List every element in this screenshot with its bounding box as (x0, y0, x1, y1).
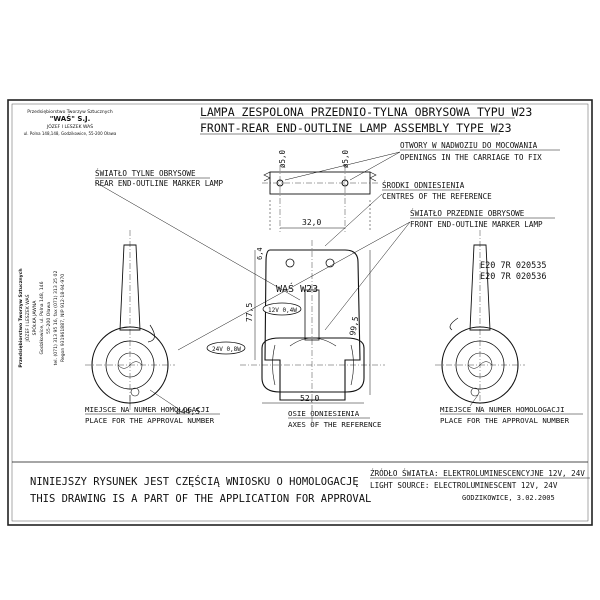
footer-source-en: LIGHT SOURCE: ELECTROLUMINESCENT 12V, 24… (370, 481, 558, 490)
label-front-pl: ŚWIATŁO PRZEDNIE OBRYSOWE (410, 209, 525, 218)
approval-code-2: E20 7R 020536 (480, 272, 547, 282)
side-stamp-line-3: SPÓŁKA JAWNA (31, 300, 38, 336)
label-homolog-left-en: PLACE FOR THE APPROVAL NUMBER (85, 416, 215, 425)
stamp-line-2: "WAŚ" S.J. (50, 114, 91, 123)
bulb-front-text: 24V 0,8W (212, 346, 241, 353)
dim-h-775: 77,5 (245, 303, 254, 322)
side-stamp-line-4: Godzikowice, ul. Polna 148, 146 (39, 281, 45, 354)
bulb-label-rear: 12V 0,4W (262, 302, 302, 316)
dim-h-64: 6,4 (256, 247, 264, 260)
bulb-label-front: 24V 0,8W (206, 341, 246, 355)
title-en: FRONT-REAR END-OUTLINE LAMP ASSEMBLY TYP… (200, 121, 512, 135)
label-holes-en: OPENINGS IN THE CARRIAGE TO FIX (400, 153, 542, 162)
label-homolog-right-en: PLACE FOR THE APPROVAL NUMBER (440, 416, 570, 425)
side-stamp-line-2: JÓZEF I LESZEK WAŚ (24, 294, 31, 342)
label-homolog-left-pl: MIEJSCE NA NUMER HOMOLOGACJI (85, 405, 210, 414)
side-stamp-line-1: Przedsiębiorstwo Tworzyw Sztucznych (18, 268, 24, 367)
footer-source-pl: ŹRÓDŁO ŚWIATŁA: ELEKTROLUMINESCENCYJNE 1… (370, 469, 585, 478)
label-rear-pl: ŚWIATŁO TYLNE OBRYSOWE (95, 169, 196, 178)
label-centres-en: CENTRES OF THE REFERENCE (382, 192, 492, 201)
drawing-frame (7, 99, 593, 526)
central-lamp-view (240, 240, 385, 425)
company-stamp: Przedsiębiorstwo Tworzyw Sztucznych "WAŚ… (24, 109, 117, 136)
label-homolog-right-pl: MIEJSCE NA NUMER HOMOLOGACJI (440, 405, 565, 414)
dim-hole-2: ø5,0 (341, 149, 350, 168)
side-stamp: Przedsiębiorstwo Tworzyw Sztucznych JÓZE… (18, 268, 66, 367)
dim-hole-1: ø5,0 (278, 149, 287, 168)
left-lamp-view (85, 230, 181, 411)
bulb-rear-text: 12V 0,4W (268, 307, 297, 314)
title-pl: LAMPA ZESPOLONA PRZEDNIO-TYLNA OBRYSOWA … (200, 105, 532, 119)
right-lamp-view (435, 230, 525, 410)
dim-width-32: 32,0 (302, 218, 321, 227)
label-axes-pl: OSIE ODNIESIENIA (288, 409, 360, 418)
label-axes-en: AXES OF THE REFERENCE (288, 420, 381, 429)
mounting-plate (262, 165, 378, 232)
dim-h-995: 99,5 (348, 316, 360, 337)
stamp-line-3: JÓZEF I LESZEK WAŚ (46, 123, 93, 130)
side-stamp-line-7: Regon 931961887, NIP 912-18-94-970 (60, 274, 66, 362)
lamp-marking: WAŚ W23 (276, 282, 318, 295)
footer-note-pl: NINIEJSZY RYSUNEK JEST CZĘŚCIĄ WNIOSKU O… (30, 475, 359, 488)
approval-code-1: E20 7R 020535 (480, 261, 547, 271)
stamp-line-1: Przedsiębiorstwo Tworzyw Sztucznych (27, 109, 113, 115)
stamp-line-4: ul. Polna 148,148, Godzikowice, 55-200 O… (24, 131, 117, 136)
footer-place-date: GODZIKOWICE, 3.02.2005 (462, 494, 555, 502)
label-centres-pl: ŚRODKI ODNIESIENIA (382, 181, 465, 190)
leader-lines (94, 151, 479, 407)
side-stamp-line-6: tel. (071) 313 95 16, fax (071) 313 25 0… (53, 271, 59, 366)
side-stamp-line-5: 55-200 Oława (46, 302, 52, 334)
dim-dia-445: ø44,5 (176, 407, 200, 416)
label-front-en: FRONT END-OUTLINE MARKER LAMP (410, 220, 543, 229)
footer-note-en: THIS DRAWING IS A PART OF THE APPLICATIO… (30, 493, 371, 505)
dim-width-52: 52,0 (300, 394, 319, 403)
drawing-inner-frame (11, 103, 589, 522)
label-holes-pl: OTWORY W NADWOZIU DO MOCOWANIA (400, 141, 538, 150)
label-rear-en: REAR END-OUTLINE MARKER LAMP (95, 179, 223, 188)
